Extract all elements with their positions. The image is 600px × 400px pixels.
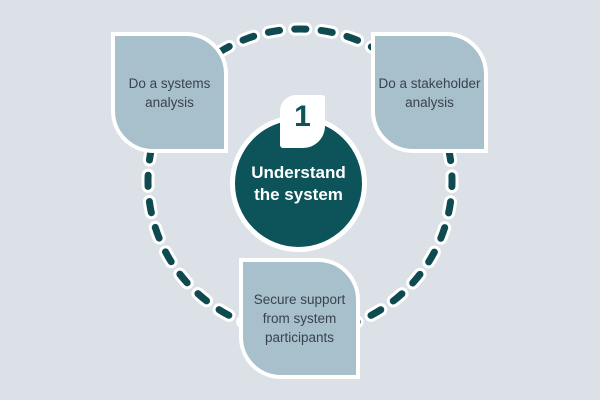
card-label-line: from system: [262, 311, 337, 326]
card-label-line: Secure support: [253, 292, 346, 307]
step-card-systems-analysis: Do a systems analysis: [111, 32, 228, 153]
step-number: 1: [294, 100, 311, 133]
step-card-secure-support: Secure support from system participants: [239, 258, 360, 379]
step-number-badge: 1: [280, 95, 325, 148]
card-label-line: Do a systems: [128, 75, 211, 91]
card-label-line: Do a stakeholder: [378, 75, 481, 91]
card-label-line: analysis: [145, 94, 194, 110]
step-card-stakeholder-analysis: Do a stakeholder analysis: [371, 32, 488, 153]
card-label-line: analysis: [405, 94, 454, 110]
card-label-line: participants: [264, 330, 335, 345]
center-title-line: the system: [254, 184, 343, 204]
center-title-line: Understand: [251, 162, 346, 182]
